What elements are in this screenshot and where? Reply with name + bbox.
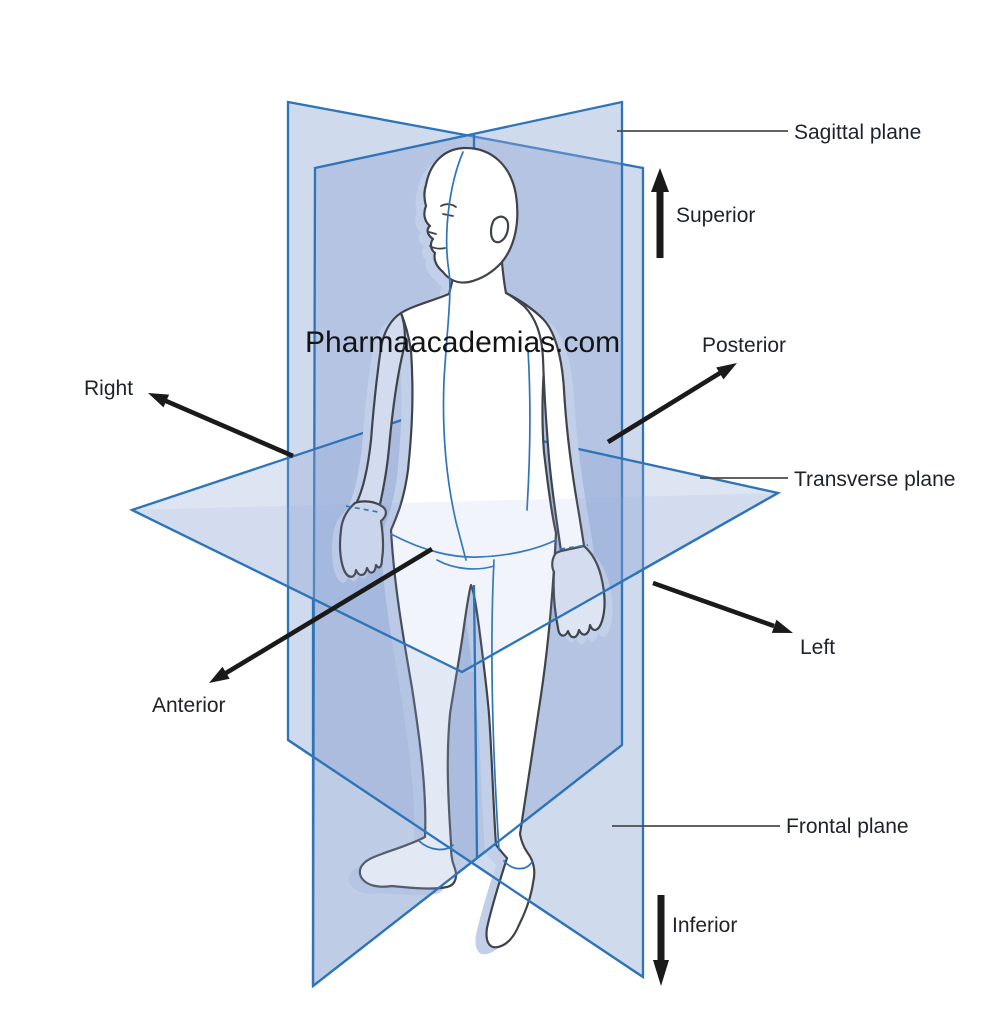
left-label: Left xyxy=(800,636,835,659)
text-labels: Sagittal plane Superior Posterior Right … xyxy=(84,121,955,937)
human-figure xyxy=(338,146,606,949)
left-axis-arrow xyxy=(652,580,793,633)
transverse-plane-label: Transverse plane xyxy=(794,468,955,491)
right-label: Right xyxy=(84,377,133,400)
ear xyxy=(489,215,510,244)
inferior-arrow xyxy=(653,895,669,986)
anterior-label: Anterior xyxy=(152,694,226,717)
superior-arrow xyxy=(651,168,669,258)
superior-label: Superior xyxy=(676,204,755,227)
watermark: Pharmaacademias.com xyxy=(305,326,620,359)
anterior-axis-arrow xyxy=(209,547,434,683)
sagittal-plane-label: Sagittal plane xyxy=(794,121,921,144)
body-plane-traces xyxy=(345,151,589,851)
frontal-plane-label: Frontal plane xyxy=(786,815,909,838)
inferior-label: Inferior xyxy=(672,914,737,937)
leader-lines xyxy=(612,130,788,827)
right-axis-arrow xyxy=(148,393,294,459)
posterior-label: Posterior xyxy=(702,334,786,357)
planes-foreground xyxy=(131,491,779,987)
planes-intersection-line-bottom xyxy=(472,584,479,859)
direction-arrows xyxy=(148,168,793,986)
posterior-axis-arrow xyxy=(606,363,737,444)
